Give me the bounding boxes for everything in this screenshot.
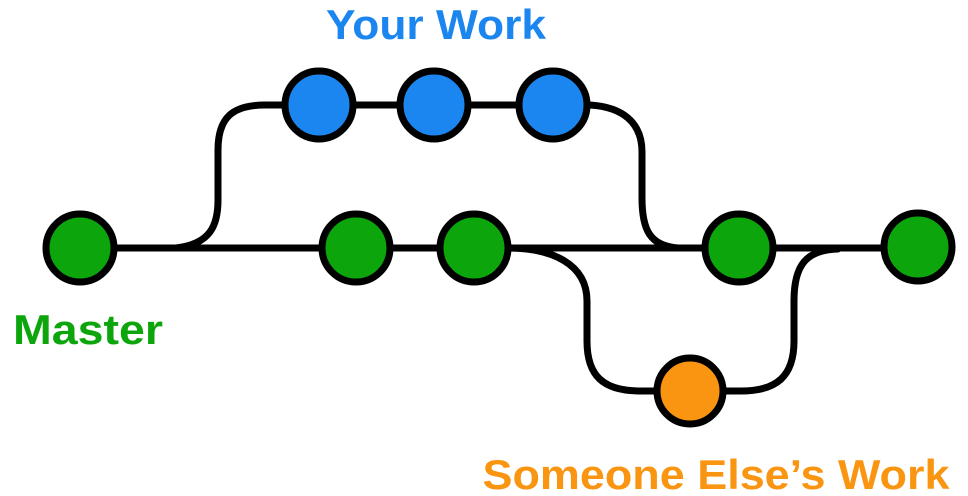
your-work-commit-node-3 — [515, 67, 591, 143]
your-work-label: Your Work — [326, 1, 547, 48]
master-commit-node-5 — [880, 209, 956, 285]
master-commit-node-2 — [318, 210, 394, 286]
master-commit-node-3 — [436, 210, 512, 286]
master-label: Master — [13, 306, 163, 353]
someone-else-label: Someone Else’s Work — [483, 451, 951, 496]
someone-else-commit-node-1 — [653, 354, 727, 428]
master-commit-node-4 — [701, 210, 777, 286]
master-commit-node-1 — [42, 210, 118, 286]
your-work-commit-node-1 — [281, 67, 357, 143]
someone-else-branch-line — [504, 244, 842, 395]
your-work-commit-node-2 — [396, 67, 472, 143]
